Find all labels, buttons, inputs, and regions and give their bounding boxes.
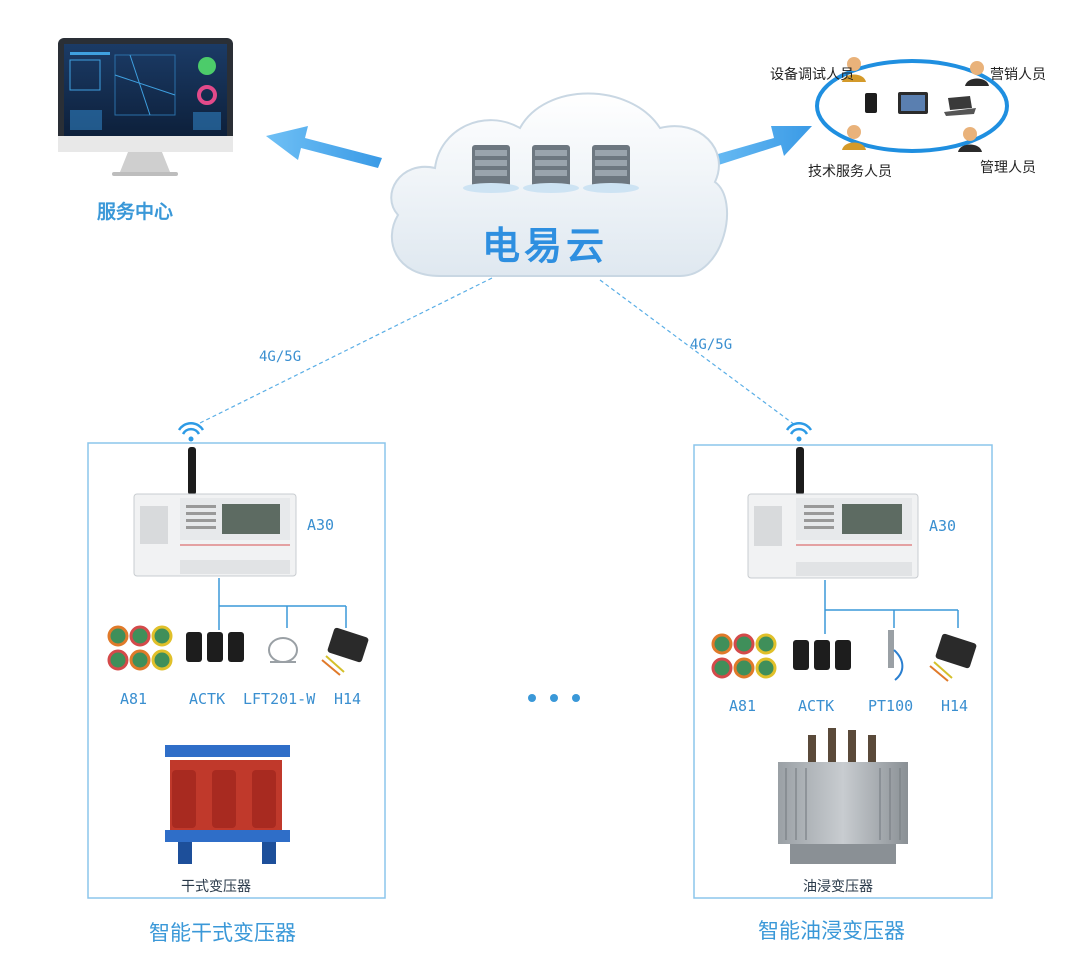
a30-device-right [747, 493, 919, 579]
oil-transformer-icon [778, 728, 908, 864]
arrow-to-service-center [266, 126, 382, 168]
sensor-label: H14 [334, 690, 362, 708]
sensor-label: A81 [120, 690, 148, 708]
right-panel-box [693, 444, 993, 899]
transformer-label-right: 油浸变压器 [803, 879, 873, 895]
panel-title-right: 智能油浸变压器 [758, 919, 905, 943]
wiring-right [824, 580, 959, 634]
a81-sensor-icon [107, 625, 173, 671]
panel-title-left: 智能干式变压器 [149, 921, 296, 945]
h14-sensor-icon [929, 633, 977, 682]
actk-sensor-icon [793, 640, 851, 670]
service-center-label: 服务中心 [97, 201, 174, 223]
users-ring [815, 59, 1009, 153]
arrow-to-users [697, 126, 812, 170]
cloud-label: 电易云 [482, 224, 609, 268]
a81-sensor-icon [711, 633, 777, 679]
sensor-label: ACTK [798, 697, 835, 715]
link-line-left [195, 277, 493, 426]
sensor-label: ACTK [189, 690, 226, 708]
network-label-left: 4G/5G [259, 349, 302, 365]
antenna-icon [188, 447, 196, 495]
device-label-right: A30 [929, 517, 957, 535]
a30-device-left [133, 493, 297, 577]
ellipsis-dots [528, 694, 580, 702]
network-label-right: 4G/5G [690, 337, 733, 353]
dry-transformer-icon [165, 745, 290, 864]
wifi-icon [177, 421, 205, 442]
sensor-label: H14 [941, 697, 969, 715]
actk-sensor-icon [186, 632, 244, 662]
h14-sensor-icon [321, 627, 369, 676]
transformer-label-left: 干式变压器 [181, 879, 251, 895]
sensor-label: LFT201-W [243, 690, 316, 708]
antenna-icon [796, 447, 804, 495]
role-sales: 营销人员 [990, 67, 1046, 83]
monitor-icon [58, 38, 233, 176]
role-debug: 设备调试人员 [770, 67, 854, 83]
role-tech: 技术服务人员 [808, 164, 892, 180]
link-line-right [599, 279, 796, 426]
device-icons [865, 92, 976, 116]
wifi-icon [785, 421, 813, 442]
device-label-left: A30 [307, 516, 335, 534]
server-icons [463, 145, 639, 193]
lft201-sensor-icon [268, 637, 298, 663]
role-manager: 管理人员 [980, 160, 1036, 176]
sensor-label: PT100 [868, 697, 914, 715]
sensor-label: A81 [729, 697, 757, 715]
left-panel-box [87, 442, 386, 899]
person-icons [842, 57, 989, 152]
wiring-left [218, 578, 347, 630]
pt100-sensor-icon [888, 630, 904, 681]
